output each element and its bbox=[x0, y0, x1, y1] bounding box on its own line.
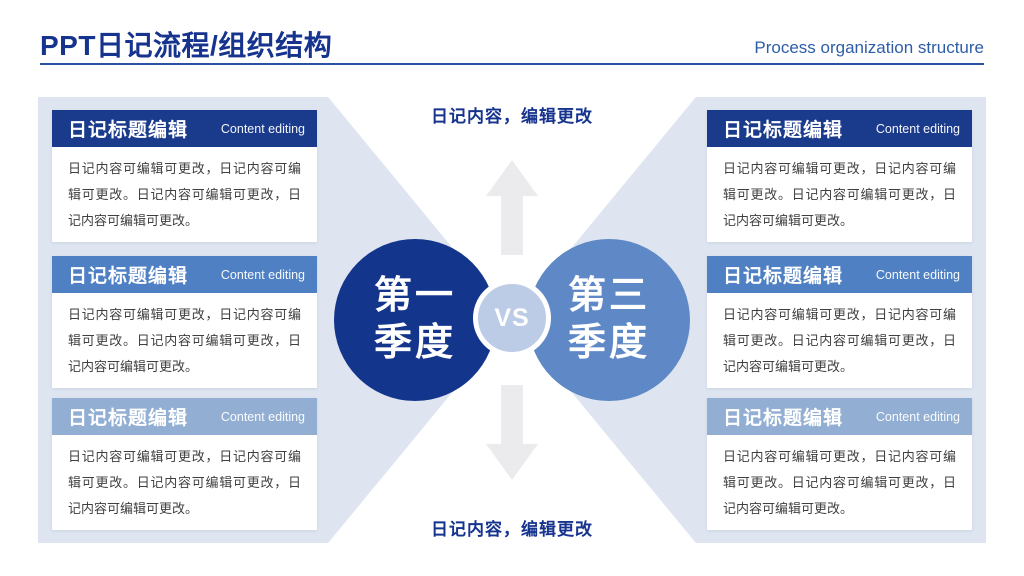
card-body: 日记内容可编辑可更改，日记内容可编辑可更改。日记内容可编辑可更改，日记内容可编辑… bbox=[723, 449, 956, 516]
card-subtitle: Content editing bbox=[875, 121, 960, 136]
card-header: 日记标题编辑 Content editing bbox=[707, 256, 972, 293]
quarter-right-line2: 季度 bbox=[567, 322, 650, 364]
card-header: 日记标题编辑 Content editing bbox=[707, 110, 972, 147]
quarter-left-line1: 第一 bbox=[373, 275, 456, 317]
card-left-2: 日记标题编辑 Content editing 日记内容可编辑可更改，日记内容可编… bbox=[52, 256, 317, 388]
card-body: 日记内容可编辑可更改，日记内容可编辑可更改。日记内容可编辑可更改，日记内容可编辑… bbox=[723, 307, 956, 374]
vs-badge: VS bbox=[473, 279, 551, 357]
card-title: 日记标题编辑 bbox=[723, 120, 844, 141]
card-header: 日记标题编辑 Content editing bbox=[707, 398, 972, 435]
card-title: 日记标题编辑 bbox=[68, 408, 189, 429]
up-arrow-icon bbox=[486, 160, 538, 255]
card-right-2: 日记标题编辑 Content editing 日记内容可编辑可更改，日记内容可编… bbox=[707, 256, 972, 388]
card-title: 日记标题编辑 bbox=[68, 120, 189, 141]
card-subtitle: Content editing bbox=[220, 409, 305, 424]
card-right-3: 日记标题编辑 Content editing 日记内容可编辑可更改，日记内容可编… bbox=[707, 398, 972, 530]
card-subtitle: Content editing bbox=[875, 409, 960, 424]
card-header: 日记标题编辑 Content editing bbox=[52, 110, 317, 147]
quarter-circle-right: 第三 季度 bbox=[528, 239, 690, 401]
card-title: 日记标题编辑 bbox=[723, 408, 844, 429]
card-left-1: 日记标题编辑 Content editing 日记内容可编辑可更改，日记内容可编… bbox=[52, 110, 317, 242]
page-title: PPT日记流程/组织结构 bbox=[40, 30, 333, 61]
card-body: 日记内容可编辑可更改，日记内容可编辑可更改。日记内容可编辑可更改，日记内容可编辑… bbox=[723, 161, 956, 228]
card-left-3: 日记标题编辑 Content editing 日记内容可编辑可更改，日记内容可编… bbox=[52, 398, 317, 530]
card-body: 日记内容可编辑可更改，日记内容可编辑可更改。日记内容可编辑可更改，日记内容可编辑… bbox=[68, 307, 301, 374]
quarter-left-line2: 季度 bbox=[373, 322, 456, 364]
card-subtitle: Content editing bbox=[875, 267, 960, 282]
top-caption: 日记内容，编辑更改 bbox=[431, 107, 593, 126]
page-subtitle: Process organization structure bbox=[754, 38, 984, 57]
card-body: 日记内容可编辑可更改，日记内容可编辑可更改。日记内容可编辑可更改，日记内容可编辑… bbox=[68, 449, 301, 516]
bottom-caption: 日记内容，编辑更改 bbox=[431, 520, 593, 539]
down-arrow-icon bbox=[486, 385, 538, 480]
card-header: 日记标题编辑 Content editing bbox=[52, 398, 317, 435]
card-subtitle: Content editing bbox=[220, 267, 305, 282]
card-body: 日记内容可编辑可更改，日记内容可编辑可更改。日记内容可编辑可更改，日记内容可编辑… bbox=[68, 161, 301, 228]
card-title: 日记标题编辑 bbox=[723, 266, 844, 287]
card-right-1: 日记标题编辑 Content editing 日记内容可编辑可更改，日记内容可编… bbox=[707, 110, 972, 242]
title-underline bbox=[40, 63, 984, 65]
quarter-circle-left: 第一 季度 bbox=[334, 239, 496, 401]
card-title: 日记标题编辑 bbox=[68, 266, 189, 287]
quarter-right-line1: 第三 bbox=[567, 275, 650, 317]
card-header: 日记标题编辑 Content editing bbox=[52, 256, 317, 293]
card-subtitle: Content editing bbox=[220, 121, 305, 136]
